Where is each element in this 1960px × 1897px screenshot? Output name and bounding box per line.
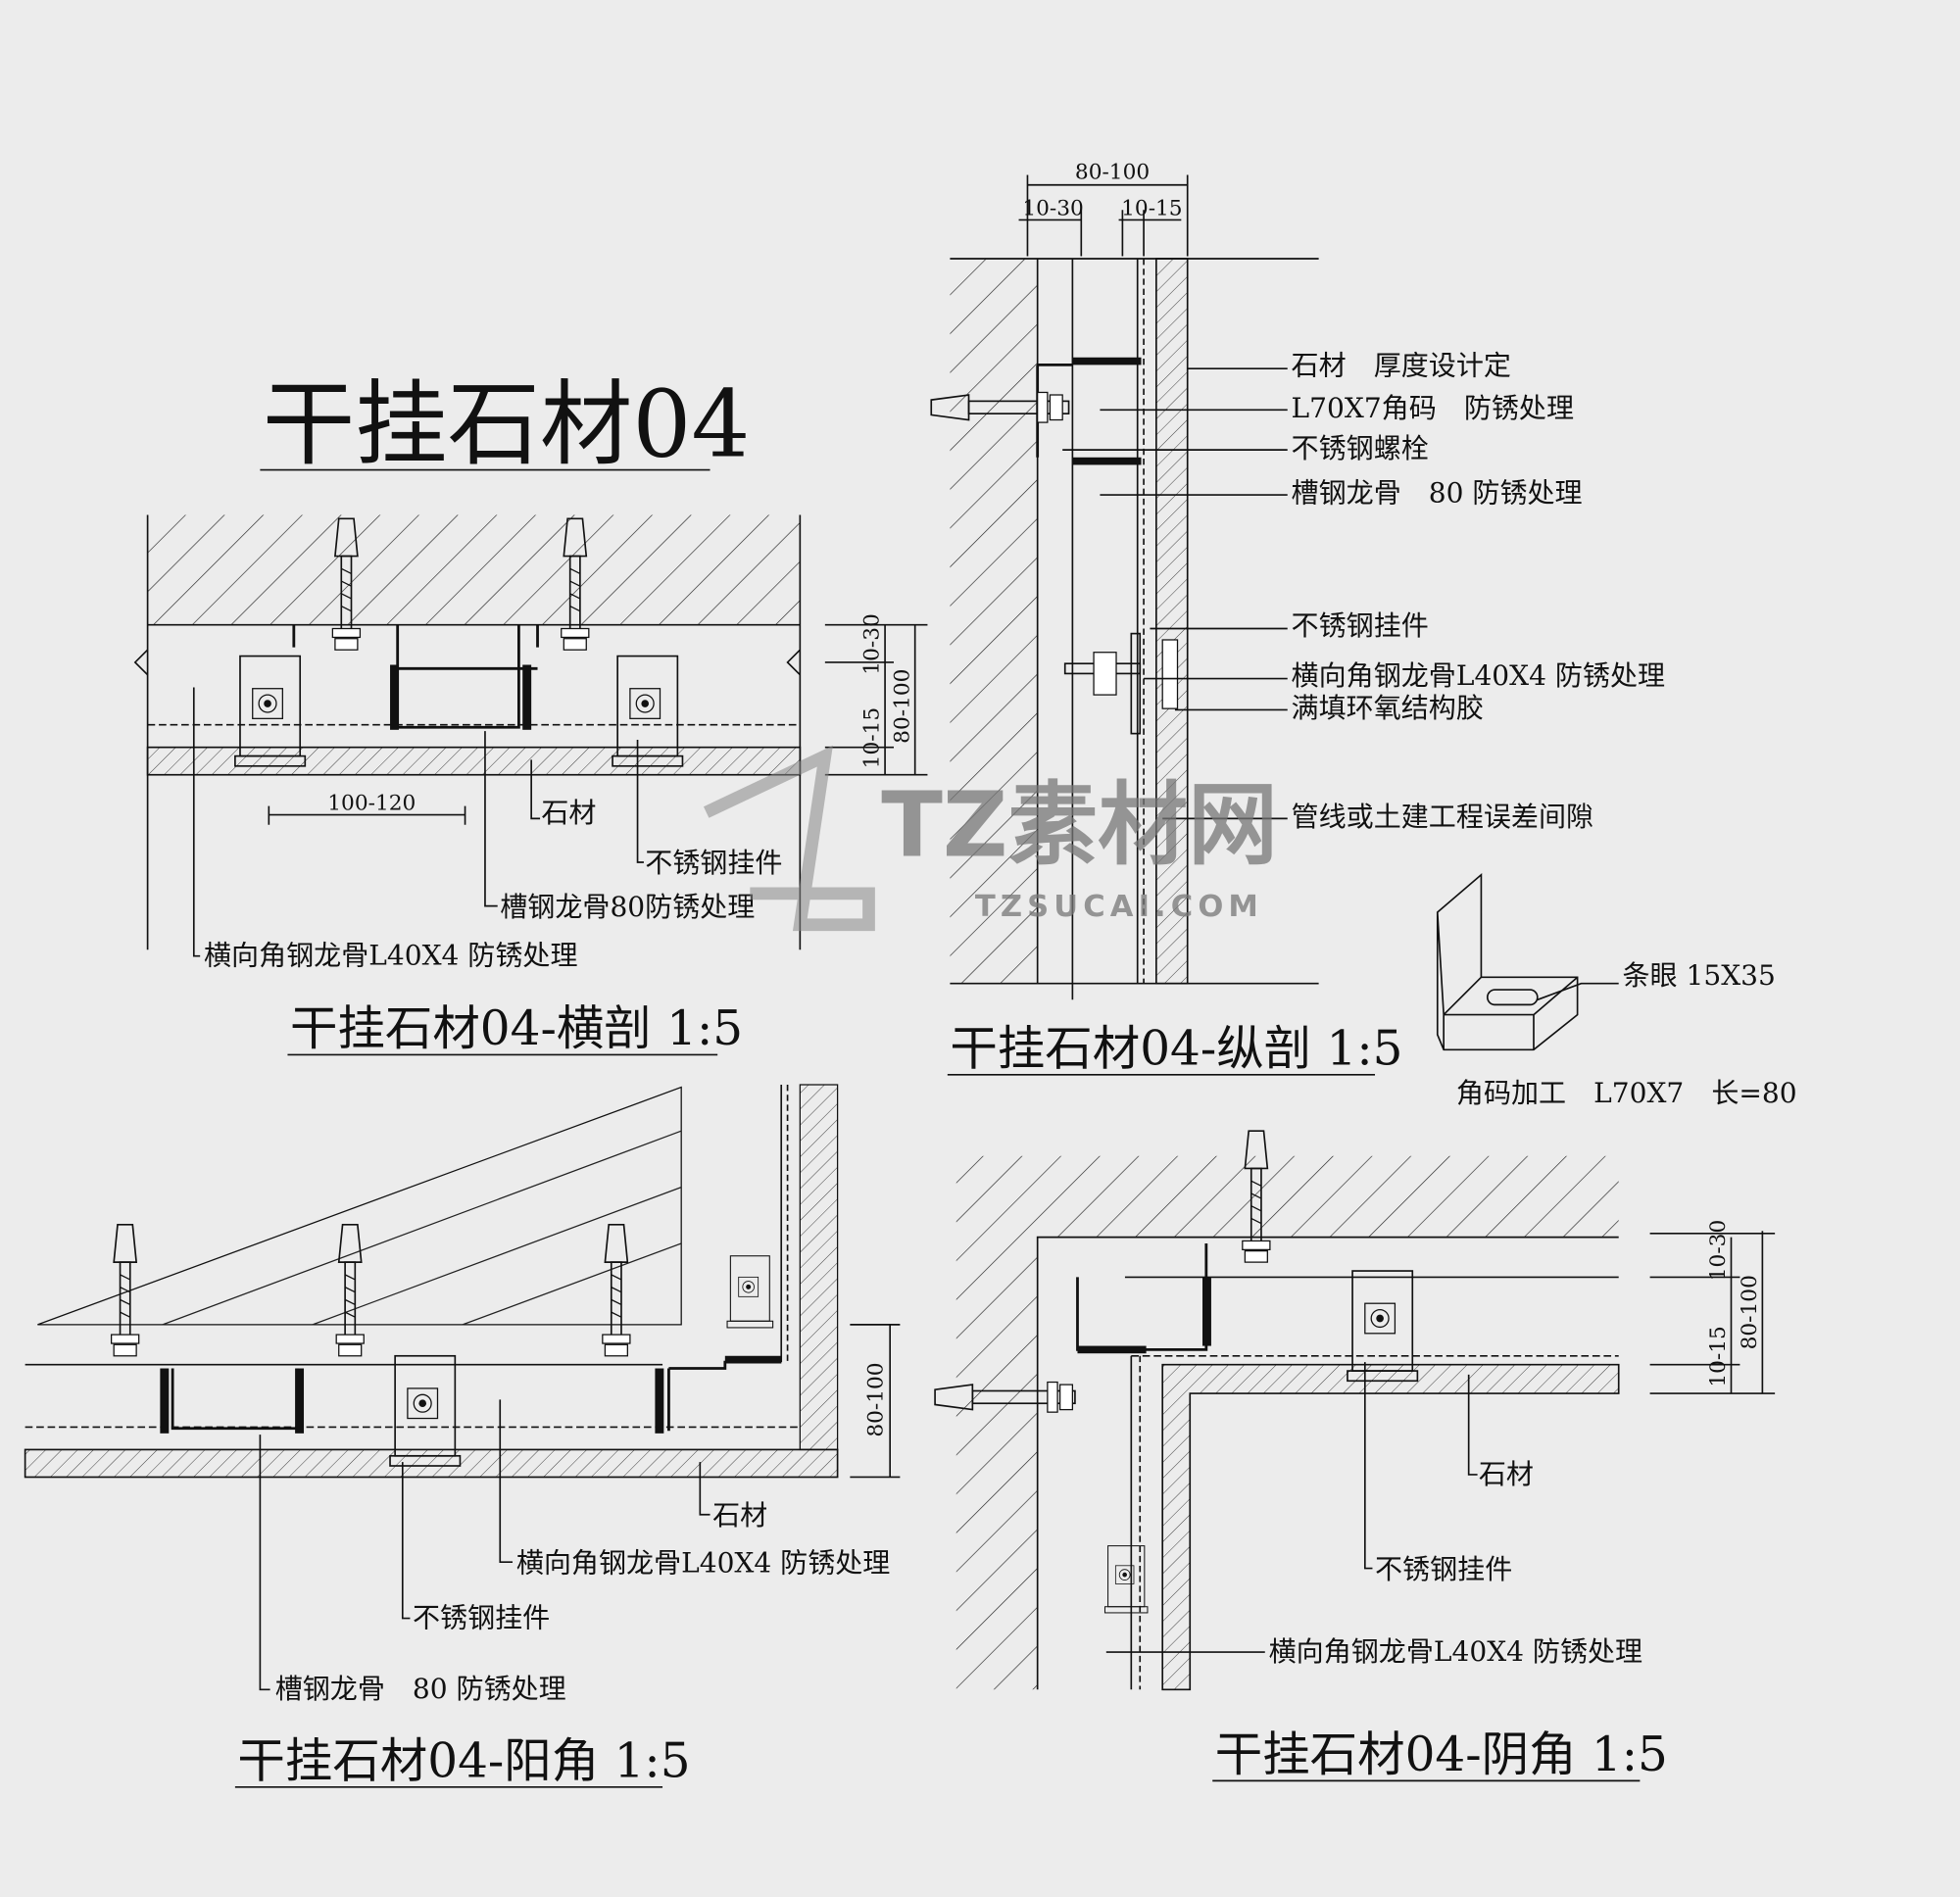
stone-panel: [146, 746, 802, 776]
dim-gap-bottom: 10-15: [860, 707, 885, 768]
label-stone: 石材: [712, 1499, 767, 1532]
anchor-bolt-icon: [335, 1224, 366, 1357]
cross-section-detail: 100-120 10-30 80-100 10-15 石材 不锈钢挂件 槽钢龙骨…: [133, 514, 928, 1056]
anchor-bolt-icon: [602, 1224, 631, 1357]
label-epoxy: 满填环氧结构胶: [1292, 692, 1484, 724]
label-hanger: 不锈钢挂件: [645, 847, 782, 879]
hanger-angle-icon: [1063, 632, 1179, 735]
anchor-bolt-icon: [934, 1381, 1076, 1413]
watermark: TZ素材网 TZSUCAI.COM: [703, 745, 1278, 932]
outer-corner-detail: 80-100 石材 横向角钢龙骨L40X4 防锈处理 不锈钢挂件 槽钢龙骨 80…: [24, 1084, 901, 1789]
stone-panel: [1161, 1363, 1620, 1691]
dim-gap-right: 10-15: [1121, 196, 1182, 220]
label-hanger: 不锈钢挂件: [1292, 609, 1429, 642]
label-channel: 槽钢龙骨80防锈处理: [500, 891, 755, 923]
stone-panel: [24, 1448, 839, 1479]
label-channel: 槽钢龙骨 80 防锈处理: [275, 1673, 566, 1705]
concrete-wall: [147, 514, 801, 625]
inner-corner-detail: 10-30 80-100 10-15 石材 不锈钢挂件 横向角钢龙骨L40X4 …: [934, 1130, 1776, 1782]
label-hanger: 不锈钢挂件: [1375, 1553, 1512, 1585]
long-section-detail: 80-100 10-30 10-15 石材 厚度设计定 L70X7角码 防锈处理…: [930, 160, 1666, 1077]
label-angle: 横向角钢龙骨L40X4 防锈处理: [516, 1546, 891, 1579]
label-gap: 管线或土建工程误差间隙: [1292, 801, 1594, 833]
label-channel: 槽钢龙骨 80 防锈处理: [1292, 477, 1583, 510]
stone-panel: [1154, 258, 1189, 985]
title-text: 干挂石材04: [263, 371, 751, 479]
dim-gap-top: 10-30: [860, 613, 885, 674]
label-stone: 石材 厚度设计定: [1292, 350, 1511, 382]
dim-spacing: 100-120: [327, 791, 416, 815]
concrete-wall: [956, 1155, 1619, 1690]
anchor-bolt-icon: [110, 1224, 140, 1357]
anchor-bolt-icon: [930, 391, 1070, 423]
stone-panel-side: [799, 1084, 839, 1451]
channel-steel: [292, 624, 520, 729]
label-stone: 石材: [541, 797, 596, 829]
caption-long-section: 干挂石材04-纵剖 1:5: [950, 1022, 1402, 1077]
dim-total: 80-100: [1738, 1275, 1762, 1349]
watermark-brand: TZ素材网: [881, 773, 1278, 878]
label-angle: 横向角钢龙骨L40X4 防锈处理: [204, 940, 578, 972]
dim-total: 80-100: [864, 1362, 889, 1436]
dim-total: 80-100: [890, 669, 914, 744]
watermark-logo-icon: [703, 745, 875, 932]
label-hanger: 不锈钢挂件: [413, 1602, 550, 1634]
hanger-plate-icon: [726, 1254, 774, 1329]
caption-cross-section: 干挂石材04-横剖 1:5: [290, 1001, 743, 1056]
bracket-caption: 角码加工 L70X7 长=80: [1456, 1077, 1797, 1109]
dim-gap-top: 10-30: [1706, 1220, 1731, 1281]
label-slot: 条眼 15X35: [1623, 959, 1776, 992]
dim-gap-left: 10-30: [1022, 196, 1083, 220]
hanger-plate-icon: [1103, 1544, 1150, 1615]
caption-inner-corner: 干挂石材04-阴角 1:5: [1215, 1727, 1668, 1782]
caption-outer-corner: 干挂石材04-阳角 1:5: [237, 1734, 690, 1789]
label-angle: 横向角钢龙骨L40X4 防锈处理: [1292, 659, 1666, 692]
sheet-title: 干挂石材04: [260, 371, 750, 479]
dim-total: 80-100: [1075, 160, 1150, 184]
concrete-wall: [37, 1086, 682, 1326]
label-bolt: 不锈钢螺栓: [1292, 432, 1429, 464]
label-angle: 横向角钢龙骨L40X4 防锈处理: [1269, 1635, 1643, 1668]
label-stone: 石材: [1479, 1458, 1534, 1490]
dim-gap-bottom: 10-15: [1706, 1326, 1731, 1386]
concrete-wall: [950, 259, 1038, 984]
angle-bracket-icon: [1436, 872, 1579, 1051]
bracket-detail: 条眼 15X35 角码加工 L70X7 长=80: [1436, 872, 1797, 1109]
channel-steel: [1076, 1242, 1208, 1351]
watermark-url: TZSUCAI.COM: [975, 890, 1263, 924]
label-corner-code: L70X7角码 防锈处理: [1292, 392, 1574, 424]
slot-hole: [1486, 989, 1539, 1006]
channel-steel: [171, 1368, 300, 1431]
